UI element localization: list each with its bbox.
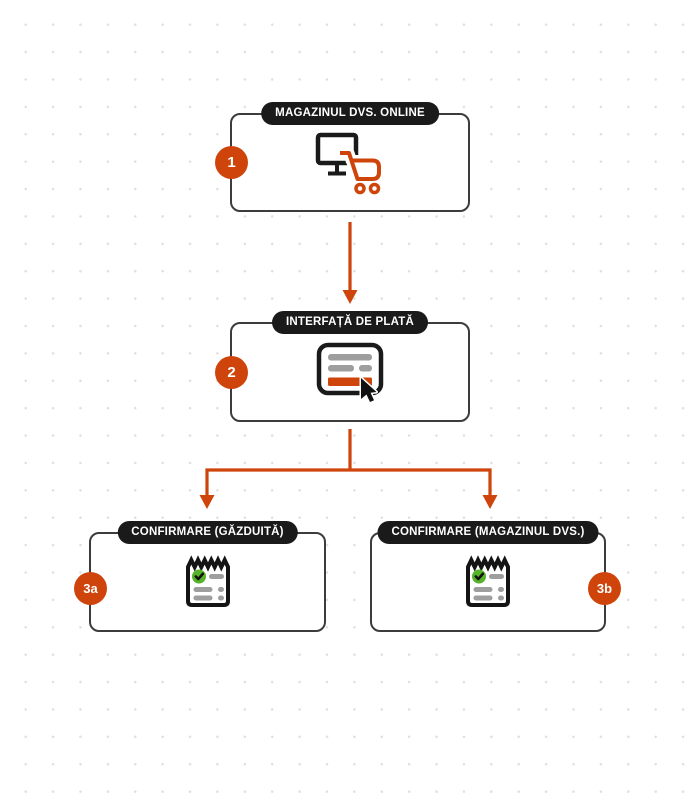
connector-branch [205,468,492,497]
node-title-badge: MAGAZINUL DVS. ONLINE [261,102,439,125]
receipt-check-icon [466,555,510,607]
step-number-badge: 3b [588,571,621,605]
node-confirmation-hosted: CONFIRMARE (GĂZDUITĂ) 3a [74,521,326,632]
node-payment-interface: INTERFAȚĂ DE PLATĂ 2 [215,311,470,422]
node-title-badge: INTERFAȚĂ DE PLATĂ [272,311,428,334]
node-online-store: MAGAZINUL DVS. ONLINE 1 [215,102,470,212]
arrowhead-down-right [482,495,498,509]
mouse-cursor-icon [359,376,378,404]
step-number-badge: 3a [74,571,107,605]
payment-form-cursor-icon [316,342,384,404]
node-title-badge: CONFIRMARE (MAGAZINUL DVS.) [377,521,599,544]
arrowhead-down-left [199,495,215,509]
monitor-cart-icon [315,132,385,194]
node-confirmation-merchant: CONFIRMARE (MAGAZINUL DVS.) 3b [370,521,621,632]
receipt-check-icon [185,555,230,607]
step-number-badge: 2 [215,355,248,389]
arrowhead-down-center [342,290,358,304]
node-title-badge: CONFIRMARE (GĂZDUITĂ) [117,521,298,544]
step-number-badge: 1 [215,146,248,179]
